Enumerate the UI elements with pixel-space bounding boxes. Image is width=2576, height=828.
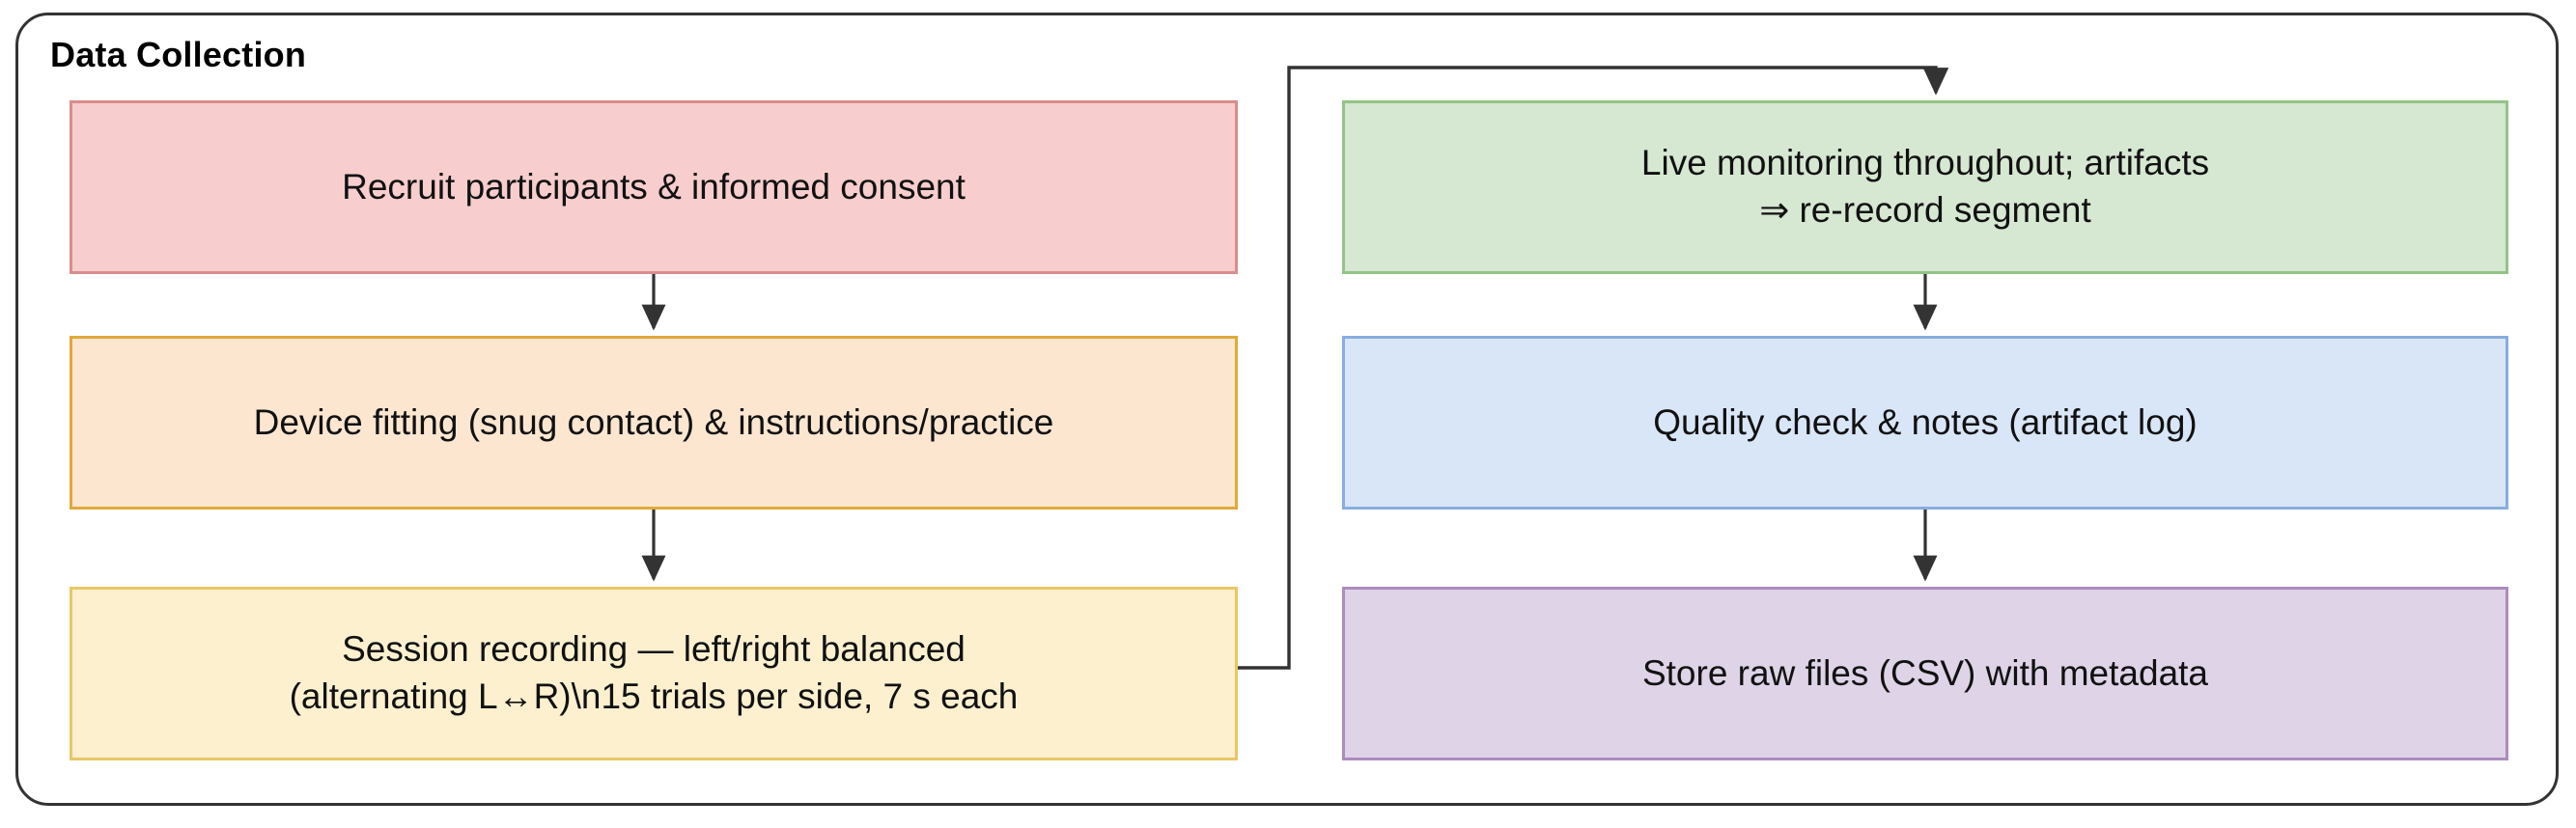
node-device-fitting[interactable]: Device fitting (snug contact) & instruct…	[70, 336, 1238, 510]
subgraph-title: Data Collection	[50, 35, 307, 74]
node-quality-check[interactable]: Quality check & notes (artifact log)	[1342, 336, 2508, 510]
node-session-recording-label: Session recording — left/right balanced …	[289, 629, 1019, 716]
node-session-recording[interactable]: Session recording — left/right balanced …	[70, 587, 1238, 760]
node-live-monitoring-label: Live monitoring throughout; artifacts ⇒ …	[1640, 143, 2210, 230]
node-quality-check-label: Quality check & notes (artifact log)	[1653, 401, 2198, 442]
node-recruit-participants-label: Recruit participants & informed consent	[342, 166, 966, 207]
node-live-monitoring[interactable]: Live monitoring throughout; artifacts ⇒ …	[1342, 100, 2508, 274]
node-device-fitting-label: Device fitting (snug contact) & instruct…	[253, 401, 1054, 442]
node-store-raw-files-label: Store raw files (CSV) with metadata	[1641, 652, 2209, 693]
node-store-raw-files[interactable]: Store raw files (CSV) with metadata	[1342, 587, 2508, 760]
node-recruit-participants[interactable]: Recruit participants & informed consent	[70, 100, 1238, 274]
